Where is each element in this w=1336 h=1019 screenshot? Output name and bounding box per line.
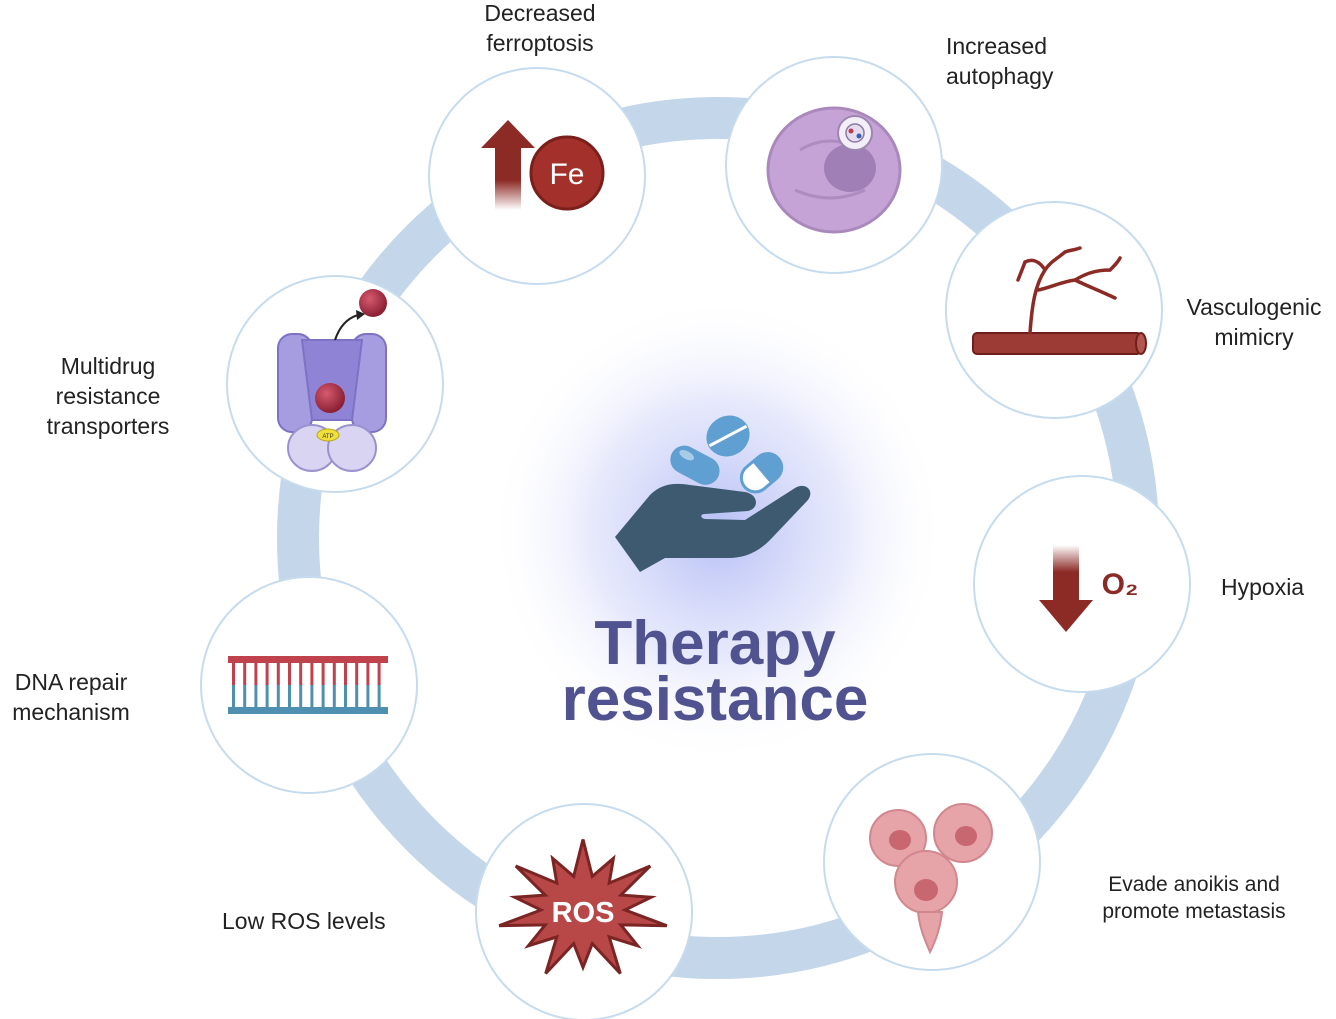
cell-cluster-icon bbox=[869, 803, 993, 955]
node-mdr bbox=[226, 275, 444, 493]
dna-ladder-icon bbox=[228, 656, 388, 714]
atp-glyph: ATP bbox=[322, 434, 333, 440]
label-ferroptosis: Decreased ferroptosis bbox=[484, 0, 596, 56]
o2-down-arrow-icon bbox=[1039, 545, 1093, 632]
label-mdr: Multidrug resistance transporters bbox=[46, 353, 170, 439]
node-anoikis bbox=[823, 753, 1041, 971]
node-autophagy bbox=[725, 56, 943, 274]
node-dna bbox=[200, 576, 418, 794]
label-hypoxia: Hypoxia bbox=[1221, 574, 1305, 600]
label-ros: Low ROS levels bbox=[222, 908, 386, 934]
node-ferroptosis bbox=[428, 67, 646, 285]
ros-starburst-icon bbox=[498, 839, 668, 975]
hand-pills-icon bbox=[615, 415, 811, 572]
transporter-icon bbox=[277, 289, 387, 472]
label-dna: DNA repair mechanism bbox=[12, 669, 130, 725]
label-autophagy: Increased autophagy bbox=[946, 33, 1054, 89]
label-vasculogenic: Vasculogenic mimicry bbox=[1186, 294, 1322, 350]
vessel-branch-icon bbox=[972, 246, 1147, 355]
center-title: Therapy resistance bbox=[561, 609, 869, 734]
fe-glyph: Fe bbox=[549, 158, 584, 191]
autophagy-cell-icon bbox=[766, 106, 902, 234]
node-hypoxia bbox=[973, 475, 1191, 693]
ros-glyph: ROS bbox=[552, 897, 615, 929]
fe-up-arrow-icon bbox=[481, 120, 605, 211]
label-anoikis: Evade anoikis and promote metastasis bbox=[1102, 873, 1286, 923]
node-ros bbox=[475, 803, 693, 1019]
node-vasculogenic bbox=[945, 201, 1163, 419]
o2-glyph: O₂ bbox=[1102, 568, 1139, 601]
